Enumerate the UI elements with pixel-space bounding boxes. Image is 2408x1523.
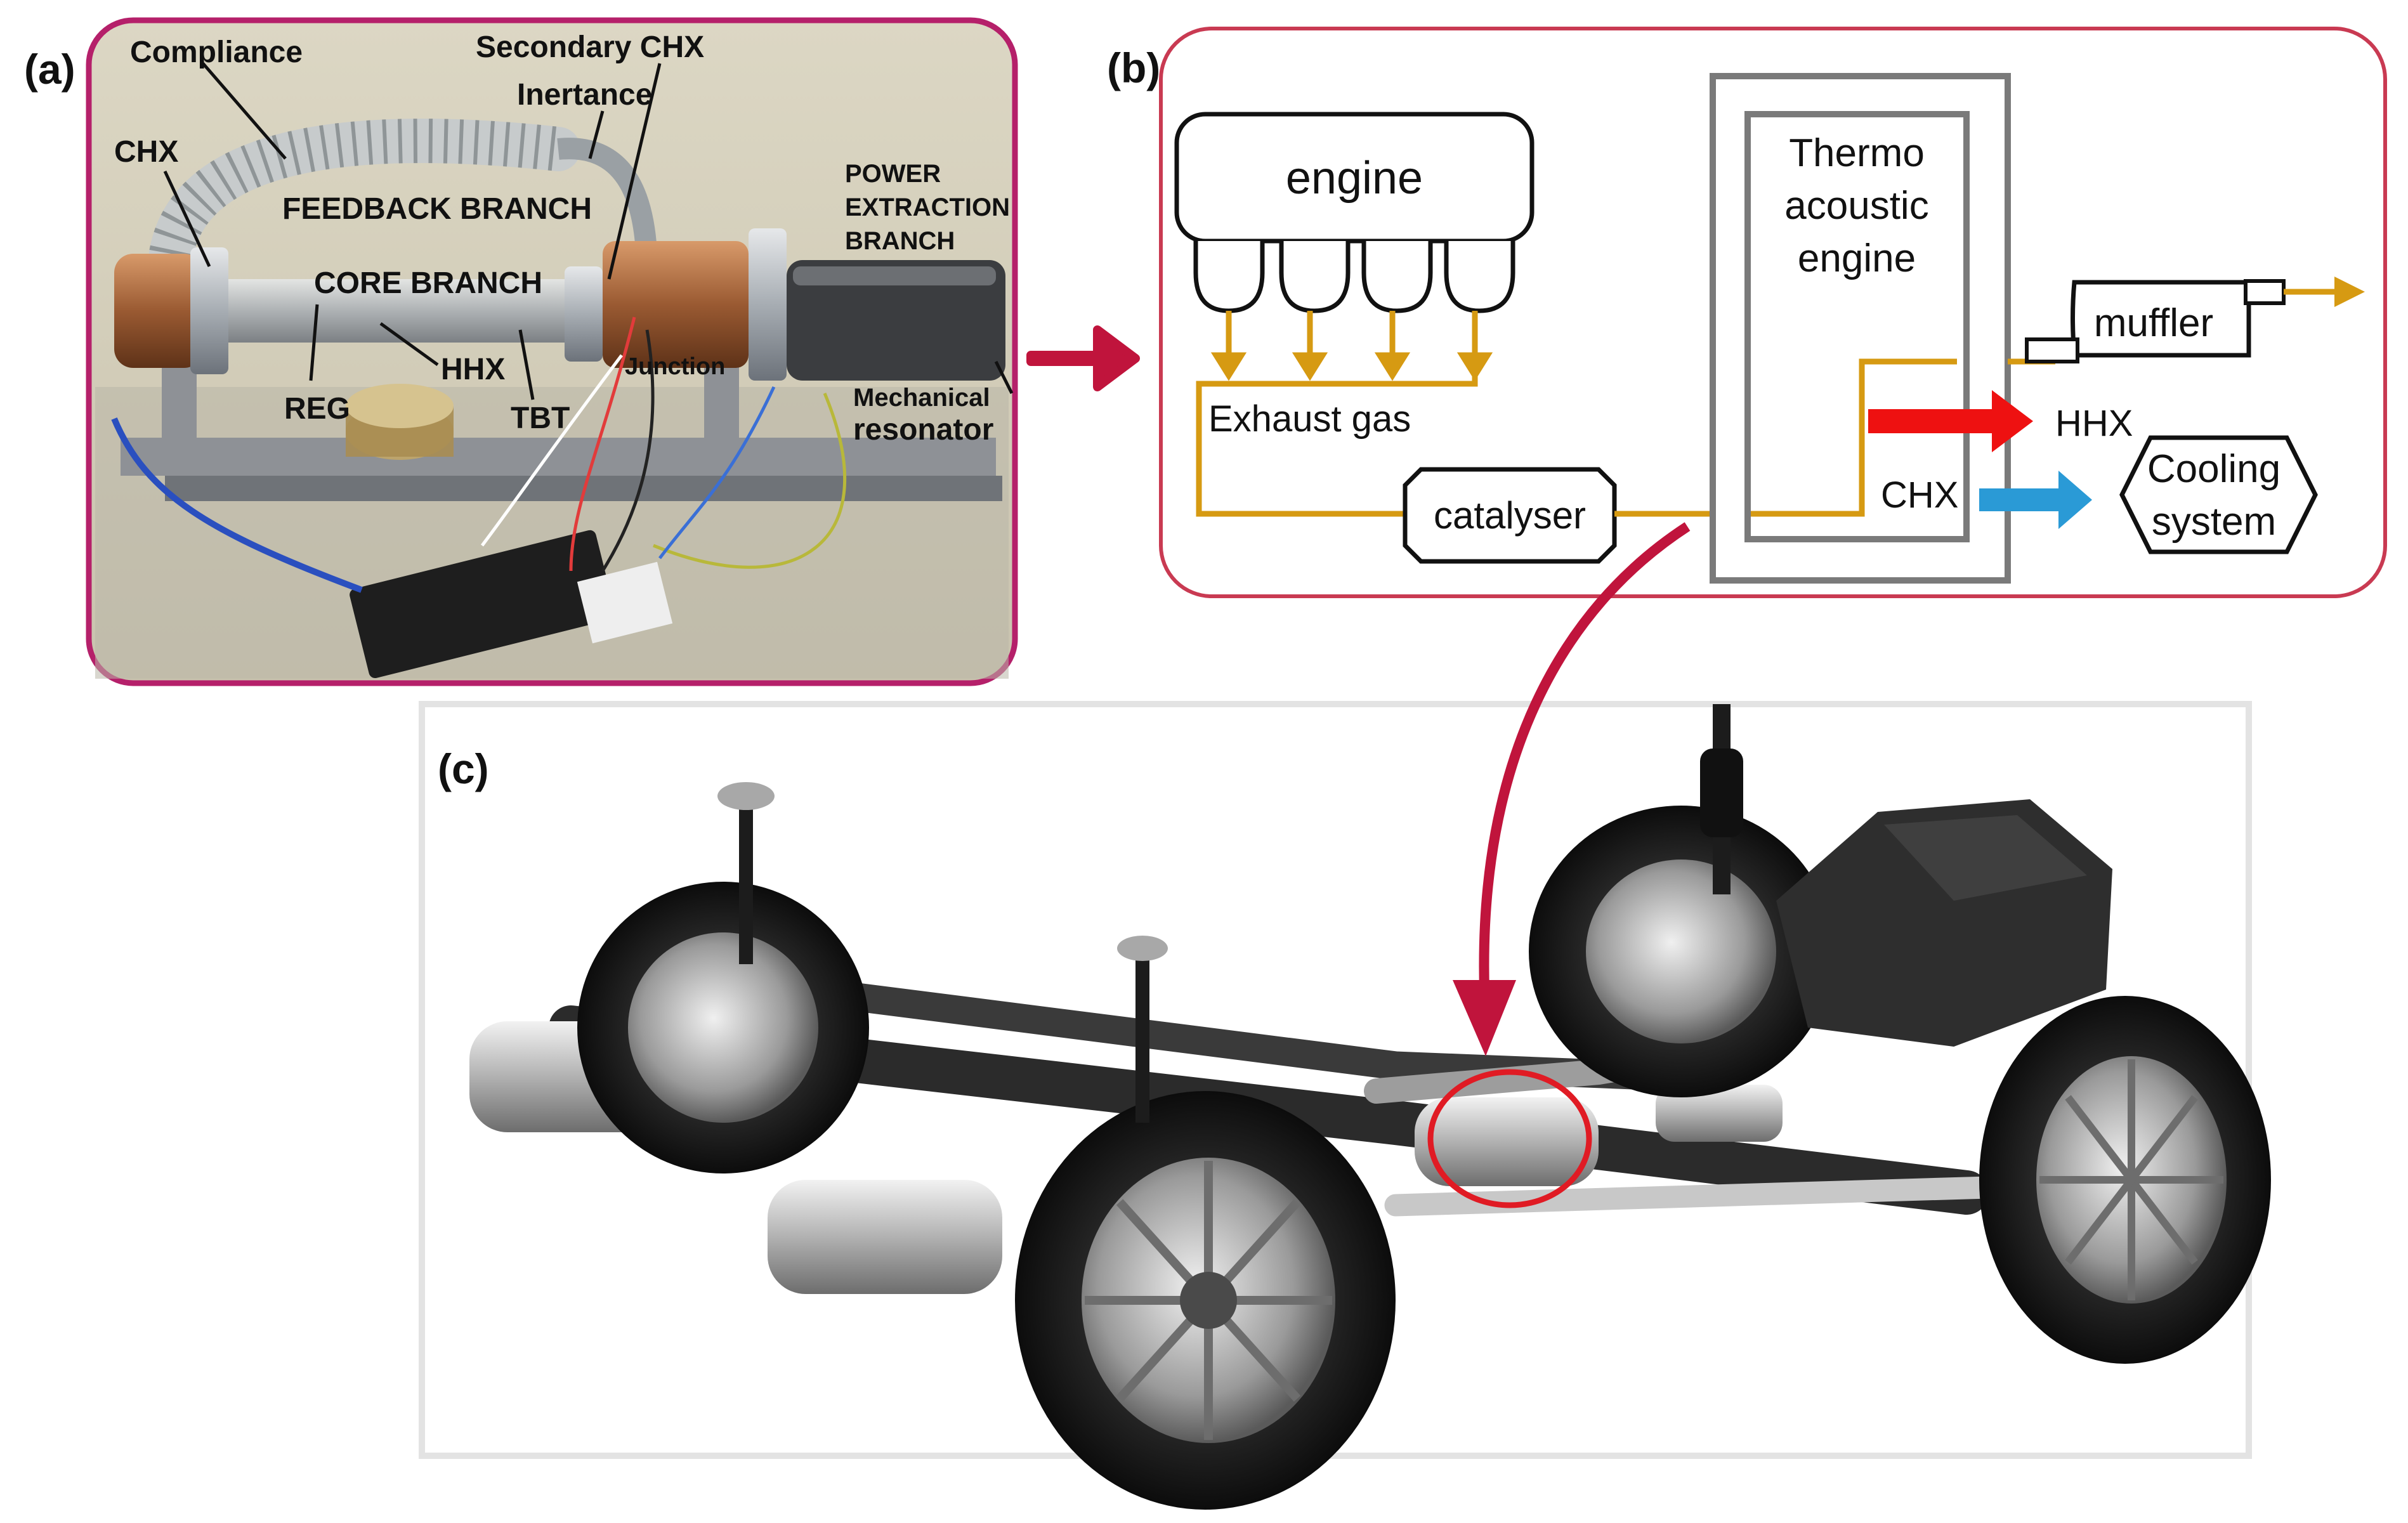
link-arrow-b-c-head [1453, 980, 1516, 1056]
label-junction: Junction [625, 353, 725, 380]
hhx-arrow-head [1992, 390, 2033, 452]
front-strut-spring [1700, 748, 1743, 837]
tae-label-1: Thermo [1789, 131, 1925, 175]
panel-b: (b) engine Exhaust gas catalyser [1107, 27, 2387, 598]
wire [658, 386, 776, 559]
label-inertance: Inertance [517, 78, 652, 112]
tae-chx-label: CHX [1881, 474, 1958, 516]
leader-hhx [379, 322, 439, 367]
leader-inertance [588, 110, 605, 159]
label-tbt: TBT [511, 402, 570, 435]
exhaust-arrows [1210, 311, 1493, 381]
rear-strut [739, 799, 753, 964]
arduino-board [350, 530, 616, 679]
bench-rail [121, 438, 996, 476]
usb-cable [111, 417, 363, 593]
bench-leg [704, 355, 739, 450]
mid-muffler [1415, 1097, 1599, 1186]
hhx-label: HHX [2055, 403, 2133, 444]
cylinder [1361, 241, 1433, 313]
muffler-exit-arrowhead [2334, 277, 2365, 307]
tae-location-highlight [1427, 1069, 1592, 1208]
leader-secondary-chx [607, 63, 662, 280]
label-core-branch: CORE BRANCH [314, 266, 542, 300]
core-flange [565, 266, 603, 362]
rear-muffler [768, 1180, 1002, 1294]
panel-c: (c) [419, 701, 2271, 1510]
muffler-box [2071, 280, 2251, 358]
engine-cover [1884, 815, 2087, 901]
catalyser-box [1403, 467, 1617, 564]
engine-box [1174, 112, 1534, 244]
cylinders [1193, 241, 1515, 313]
label-hhx: HHX [441, 353, 505, 386]
label-feedback-branch: FEEDBACK BRANCH [282, 192, 592, 226]
muffler-label: muffler [2094, 301, 2213, 345]
muffler-outlet [2244, 279, 2286, 305]
cylinder [1444, 241, 1515, 313]
hhx-arrow-shaft [1868, 409, 1995, 433]
leader-chx [163, 170, 211, 268]
resonator-highlight [793, 266, 996, 285]
label-chx: CHX [114, 135, 178, 169]
panel-a-tag: (a) [24, 46, 75, 93]
bench-leg [162, 355, 197, 450]
exhaust-manifold [1196, 374, 1478, 517]
rear-strut [1135, 951, 1149, 1123]
muffler-inlet [2025, 337, 2079, 363]
chx-flange [190, 247, 228, 374]
panel-b-tag: (b) [1107, 44, 1160, 91]
leader-mech [994, 360, 1014, 395]
wire [480, 354, 624, 547]
chx-arrow-shaft [1979, 488, 2062, 511]
link-arrow-a-b [1026, 325, 1140, 391]
junction-flange [749, 228, 787, 381]
rim-spokes [2039, 1059, 2223, 1300]
cylinder [1279, 241, 1351, 313]
catalyser-label: catalyser [1434, 494, 1586, 537]
rim-rear-left [628, 932, 818, 1123]
wire [653, 393, 847, 569]
leader-reg [309, 304, 319, 381]
cooling-system-box [2119, 435, 2318, 554]
tae-inner-box [1744, 111, 1970, 542]
hub [1180, 1272, 1237, 1329]
chx-arrow-head [2058, 471, 2092, 529]
leader-tbt [518, 329, 535, 400]
link-arrow-b-c [1479, 522, 1691, 990]
junction-body [603, 241, 749, 368]
leader-compliance [202, 62, 287, 160]
panel-a: (a) Compliance Secondary CHX Inertance C… [24, 17, 1018, 686]
rim-front-left [1586, 860, 1776, 1043]
label-mech-2: resonator [853, 413, 993, 447]
label-mech-1: Mechanical [853, 384, 990, 412]
catalytic-converter [1656, 1085, 1783, 1142]
wire [569, 317, 636, 572]
wire [601, 329, 655, 572]
tae-label-3: engine [1798, 237, 1916, 280]
rear-strut-mount [1117, 936, 1168, 961]
engine-label: engine [1286, 153, 1423, 204]
tae-label-2: acoustic [1784, 184, 1928, 228]
panel-c-tag: (c) [438, 745, 489, 792]
cooling-label-1: Cooling [2147, 447, 2280, 491]
cylinder [1193, 241, 1265, 313]
chx-housing [114, 254, 203, 368]
cooling-label-2: system [2152, 500, 2276, 544]
label-power-1: POWER [845, 160, 941, 188]
rear-strut-mount [717, 782, 775, 810]
label-compliance: Compliance [130, 36, 303, 69]
label-reg: REG [284, 392, 350, 426]
core-tube [228, 279, 584, 343]
label-power-3: BRANCH [845, 227, 955, 255]
gauge-top [346, 384, 454, 428]
breadboard [577, 561, 673, 644]
mechanical-resonator [787, 260, 1005, 381]
label-secondary-chx: Secondary CHX [476, 30, 704, 64]
exhaust-through-tae [1751, 358, 1957, 517]
exhaust-gas-label: Exhaust gas [1208, 398, 1411, 440]
label-power-2: EXTRACTION [845, 193, 1010, 221]
compliance-hose-ribs [149, 119, 561, 259]
